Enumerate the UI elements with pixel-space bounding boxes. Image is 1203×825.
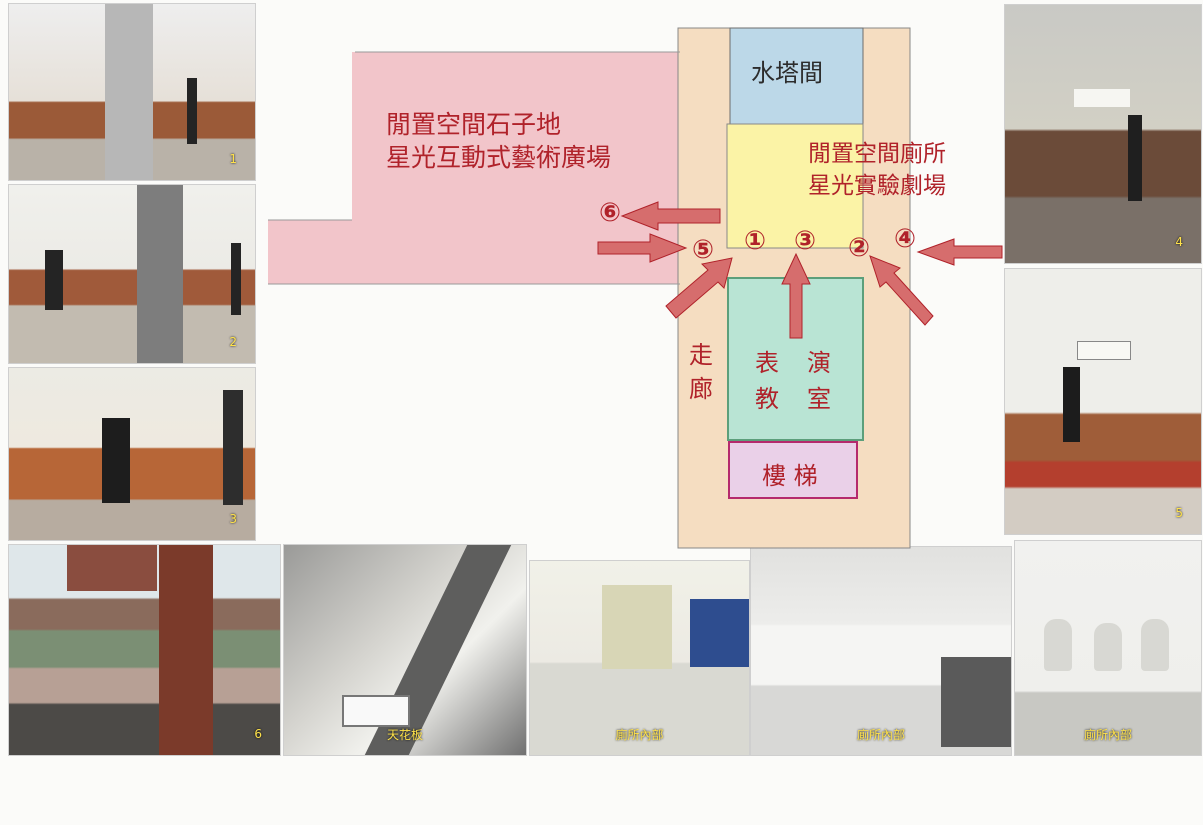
ceiling-window [342, 695, 410, 727]
urinal [1141, 619, 1169, 671]
marker-4: ④ [893, 224, 916, 254]
door [231, 243, 241, 315]
photo-caption-ceiling: 天花板 [386, 728, 423, 742]
photo-restroom-b: 廁所內部 [750, 546, 1012, 756]
arrow-6 [620, 201, 721, 231]
photo-6: 6 [8, 544, 281, 756]
hallway-pillar [1128, 115, 1142, 201]
photo-number-5: 5 [1175, 506, 1183, 520]
photo-restroom-a: 廁所內部 [529, 560, 750, 756]
photo-number-2: 2 [229, 335, 237, 349]
arrow-5 [597, 233, 688, 263]
arrow-3 [781, 252, 811, 339]
water-tower-label: 水塔間 [751, 59, 823, 87]
arrow-markers [597, 201, 1003, 339]
water-tower-room [729, 27, 864, 125]
floor-plan-drawing [268, 27, 1003, 549]
window [1074, 89, 1130, 107]
classroom-row-2: 教室 [755, 381, 831, 417]
classroom-char-1: 表 [755, 349, 779, 377]
door [102, 418, 130, 503]
classroom-row-1: 表演 [755, 345, 831, 381]
marker-5: ⑤ [691, 235, 714, 265]
mural [602, 585, 672, 669]
photo-restroom-c: 廁所內部 [1014, 540, 1202, 756]
restroom-area [726, 123, 864, 249]
classroom-char-2: 演 [807, 349, 831, 377]
building [67, 545, 157, 591]
corridor-label: 走 廊 [689, 338, 713, 406]
photo-number-4: 4 [1175, 235, 1183, 249]
urinal [1094, 623, 1122, 671]
marker-2: ② [847, 233, 870, 263]
urinal [1044, 619, 1072, 671]
pillar [223, 390, 243, 505]
marker-3: ③ [793, 226, 816, 256]
wall-ledge [941, 657, 1011, 747]
door [187, 78, 197, 144]
photo-number-6: 6 [254, 727, 262, 741]
photo-number-3: 3 [229, 512, 237, 526]
arrow-1 [665, 257, 733, 319]
photo-caption-restroom-b: 廁所內部 [856, 728, 905, 742]
pillar [137, 185, 183, 363]
restroom-title-line-1: 閒置空間廁所 [808, 141, 946, 167]
window [1077, 341, 1131, 360]
plaza-label: 閒置空間石子地 星光互動式藝術廣場 [386, 108, 611, 174]
photo-caption-restroom-c: 廁所內部 [1083, 728, 1132, 742]
plaza-title-line-2: 星光互動式藝術廣場 [386, 143, 612, 172]
plaza-title-line-1: 閒置空間石子地 [386, 110, 562, 139]
photo-ceiling: 天花板 [283, 544, 527, 756]
blue-panel [690, 599, 749, 667]
photo-3: 3 [8, 367, 256, 541]
photo-4: 4 [1004, 4, 1202, 264]
photo-1: 1 [8, 3, 256, 181]
arrow-4 [916, 238, 1003, 266]
classroom-char-3: 教 [755, 385, 779, 413]
floor-plan: 閒置空間石子地 星光互動式藝術廣場 閒置空間廁所 星光實驗劇場 水塔間 走 廊 … [250, 20, 1005, 550]
marker-6: ⑥ [598, 198, 621, 228]
stairs-area [728, 441, 858, 499]
hallway-pillar [1063, 367, 1080, 442]
plaza-region [268, 52, 680, 284]
photo-number-1: 1 [229, 152, 237, 166]
restroom-theater-label: 閒置空間廁所 星光實驗劇場 [808, 138, 946, 202]
corridor-label-1: 走 [689, 341, 713, 369]
arrow-2 [869, 255, 934, 326]
brick-pillar [159, 545, 213, 755]
classroom-label: 表演 教室 [755, 345, 831, 417]
photo-caption-restroom-a: 廁所內部 [615, 728, 664, 742]
pillar [105, 4, 153, 180]
photo-2: 2 [8, 184, 256, 364]
photo-5: 5 [1004, 268, 1202, 535]
classroom-char-4: 室 [807, 385, 831, 413]
corridor-label-2: 廊 [689, 375, 713, 403]
restroom-title-line-2: 星光實驗劇場 [808, 173, 946, 199]
door [45, 250, 63, 310]
marker-1: ① [743, 226, 766, 256]
stairs-label: 樓 梯 [762, 462, 818, 490]
